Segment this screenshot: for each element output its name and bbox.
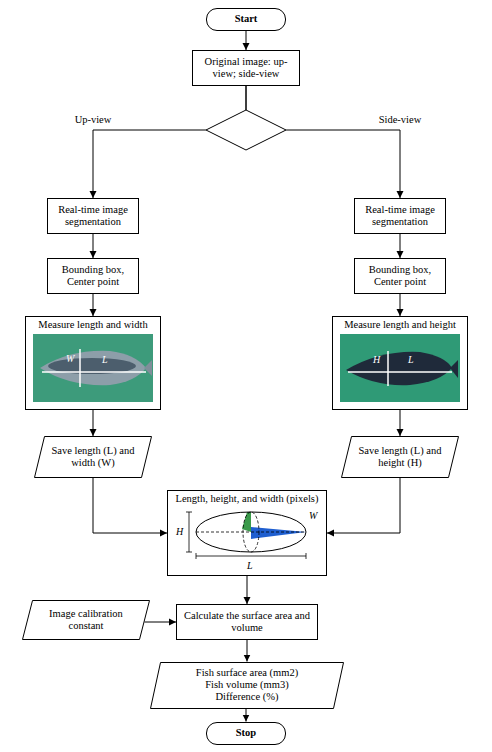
ellipsoid-model: [186, 512, 306, 559]
node-text: Fish surface area (mm2): [196, 667, 298, 679]
data-parallelogram: Save length (L) and height (H): [341, 436, 459, 478]
flow-arrow: [246, 31, 247, 51]
process-box: Bounding box, Center point: [47, 258, 139, 294]
process-box: Real-time image segmentation: [47, 198, 139, 234]
flow-arrow: [93, 478, 167, 533]
flow-arrow: [145, 622, 177, 623]
data-parallelogram: Fish surface area (mm2)Fish volume (mm3)…: [150, 662, 344, 709]
flow-arrow: [93, 234, 94, 258]
node-text: Fish volume (mm3): [205, 679, 288, 691]
node-text: Bounding box, Center point: [52, 264, 134, 288]
flow-arrow: [93, 86, 246, 198]
flow-arrow: [400, 234, 401, 258]
flow-arrow: [247, 576, 248, 604]
process-box: Original image: up-view; side-view: [192, 50, 300, 86]
node-text: Length, height, and width (pixels): [176, 493, 319, 505]
node-text: Start: [235, 13, 258, 25]
node-text: Real-time image segmentation: [52, 204, 134, 228]
data-parallelogram: Save length (L) and width (W): [34, 436, 152, 478]
node-text: Difference (%): [215, 691, 278, 703]
node-text: Stop: [236, 727, 256, 739]
node-text: Measure length and height: [344, 319, 456, 331]
flow-arrow: [400, 294, 401, 316]
dimension-label: L: [247, 560, 253, 572]
dimension-label: W: [66, 353, 74, 365]
flow-arrow: [327, 478, 400, 533]
node-text: Measure length and width: [38, 319, 147, 331]
fish-photo-side-view: [340, 334, 460, 402]
node-text: Real-time image segmentation: [359, 204, 441, 228]
process-box: Calculate the surface area and volume: [176, 604, 318, 640]
flow-arrow: [400, 410, 401, 436]
data-parallelogram: Image calibration constant: [22, 600, 150, 640]
process-box: Real-time image segmentation: [354, 198, 446, 234]
node-text: Save length (L) and height (H): [354, 445, 446, 469]
flow-arrow: [93, 410, 94, 436]
fish-photo-up-view: [33, 334, 153, 402]
dimension-label: H: [176, 526, 183, 538]
flow-arrow: [246, 709, 247, 722]
terminal-oval: Stop: [206, 722, 286, 745]
flow-arrow: [247, 640, 248, 662]
branch-label: Side-view: [378, 114, 423, 126]
decision-diamond: [206, 110, 286, 150]
dimension-label: L: [102, 354, 108, 366]
image-box: Measure length and width: [25, 316, 161, 410]
node-text: Original image: up-view; side-view: [197, 56, 295, 80]
node-text: Image calibration constant: [35, 608, 137, 632]
node-text: Bounding box, Center point: [359, 264, 441, 288]
flow-arrow: [93, 294, 94, 316]
flow-arrow: [246, 86, 400, 198]
dimension-label: H: [373, 354, 380, 366]
image-box: Measure length and height: [332, 316, 468, 410]
node-text: Calculate the surface area and volume: [181, 610, 313, 634]
process-box: Bounding box, Center point: [354, 258, 446, 294]
node-text: Save length (L) and width (W): [47, 445, 139, 469]
dimension-label: W: [309, 510, 317, 522]
branch-label: Up-view: [74, 114, 113, 126]
terminal-oval: Start: [206, 8, 286, 31]
dimension-label: L: [408, 354, 414, 366]
